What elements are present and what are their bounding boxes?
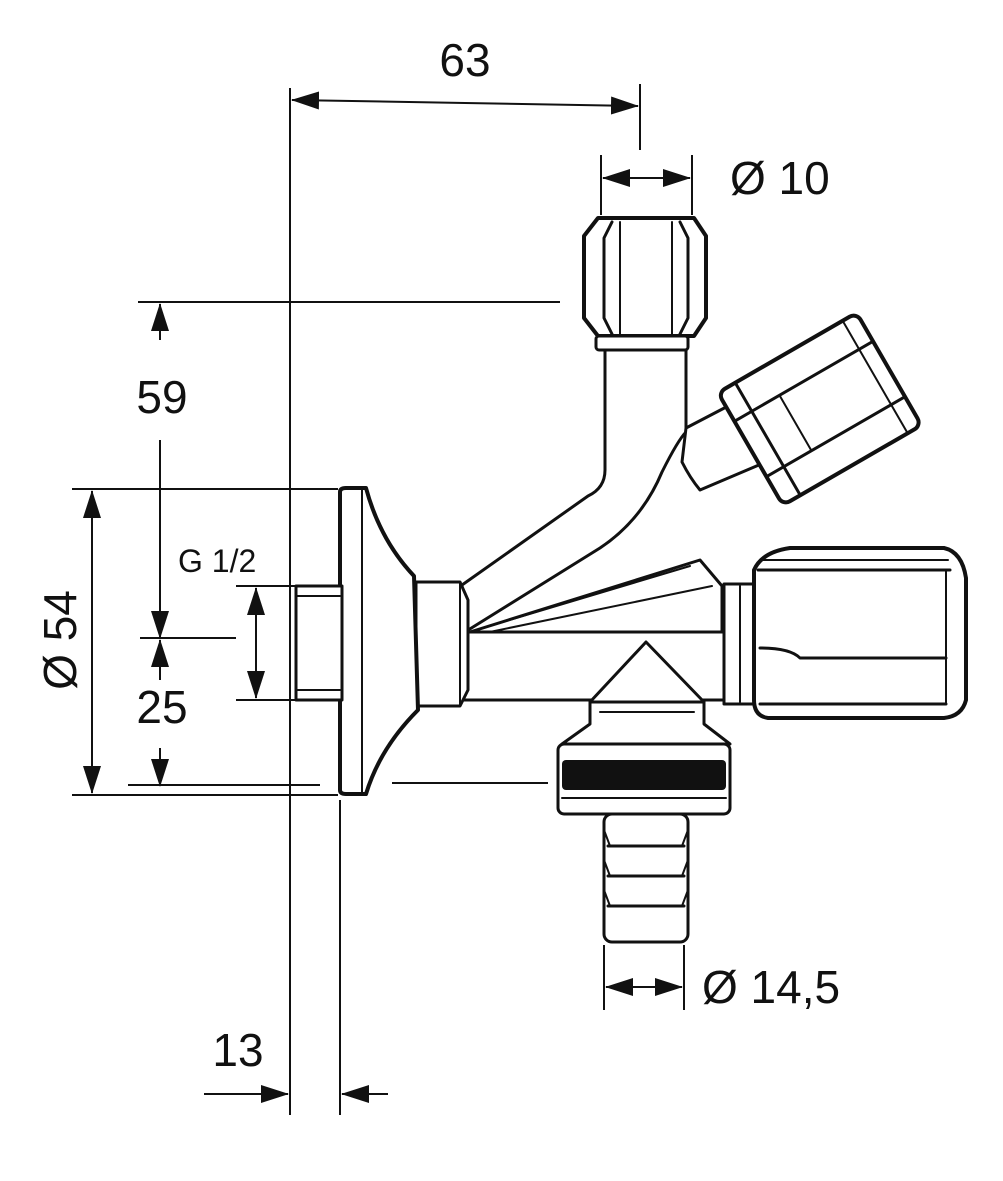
dim-25-label: 25 — [136, 681, 187, 733]
valve-drawing — [294, 216, 968, 944]
lower-cone — [588, 640, 706, 704]
lower-housing — [560, 698, 732, 746]
dim-63-label: 63 — [439, 34, 490, 86]
angled-branch — [680, 402, 768, 492]
dimension-labels: 63 Ø 10 59 Ø 54 G 1/2 25 Ø 14,5 13 — [34, 34, 840, 1076]
thread-g12-label: G 1/2 — [178, 543, 256, 579]
upper-pipe — [460, 348, 688, 634]
flange — [338, 486, 420, 796]
dim-dia-10-label: Ø 10 — [730, 152, 830, 204]
top-nut — [582, 216, 708, 352]
dim-63-arrow-line — [291, 91, 466, 110]
hose-barb — [602, 812, 690, 944]
dim-59-label: 59 — [136, 371, 187, 423]
dim-dia-54-label: Ø 54 — [34, 590, 86, 690]
thread-stub — [294, 584, 344, 702]
dim-dia-14-5-label: Ø 14,5 — [702, 961, 840, 1013]
angled-nut — [718, 313, 921, 505]
dimension-lines — [72, 84, 693, 1115]
right-handle — [752, 546, 968, 720]
lower-ring — [562, 760, 726, 790]
dim-13-label: 13 — [212, 1024, 263, 1076]
